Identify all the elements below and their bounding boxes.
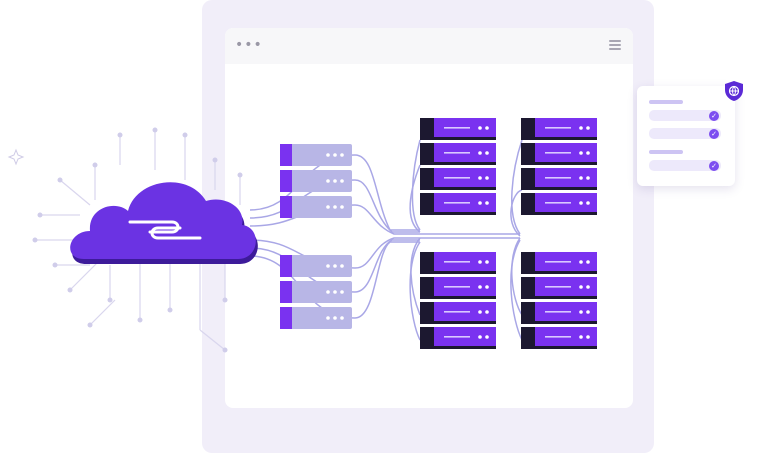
server-unit: [521, 277, 597, 299]
server-rack-right-bottom: [521, 252, 597, 349]
status-label-bar: [649, 150, 683, 154]
server-unit: [521, 252, 597, 274]
link-icon: [128, 220, 202, 240]
server-unit: [420, 168, 496, 190]
server-unit: [521, 143, 597, 165]
server-unit: [420, 118, 496, 140]
hamburger-icon[interactable]: [609, 40, 621, 50]
check-icon: ✓: [709, 129, 719, 139]
check-icon: ✓: [709, 111, 719, 121]
server-rack-mid-bottom: [420, 252, 496, 349]
server-unit: [420, 143, 496, 165]
shield-globe-icon: [725, 81, 743, 101]
window-titlebar: •••: [225, 28, 633, 64]
server-unit: [521, 327, 597, 349]
sparkle-icon: [7, 148, 25, 166]
status-label-bar: [649, 100, 683, 104]
server-unit: [521, 302, 597, 324]
status-row: [649, 128, 721, 139]
server-rack-mid-top: [420, 118, 496, 215]
server-unit: [420, 193, 496, 215]
server-rack-left-top: [280, 144, 352, 218]
server-rack-right-top: [521, 118, 597, 215]
circuit-nodes: [32, 127, 243, 353]
server-unit: [521, 118, 597, 140]
status-row: [649, 110, 721, 121]
server-unit: [420, 277, 496, 299]
status-card: ✓ ✓ ✓: [637, 81, 743, 186]
circuit-lines: [35, 130, 241, 351]
server-unit: [521, 168, 597, 190]
server-rack-left-bottom: [280, 255, 352, 329]
cloud-icon[interactable]: [70, 182, 258, 264]
status-row: [649, 160, 721, 171]
server-unit: [420, 252, 496, 274]
check-icon: ✓: [709, 161, 719, 171]
server-unit: [420, 327, 496, 349]
window-dots-icon: •••: [235, 37, 263, 53]
server-unit: [521, 193, 597, 215]
server-unit: [420, 302, 496, 324]
